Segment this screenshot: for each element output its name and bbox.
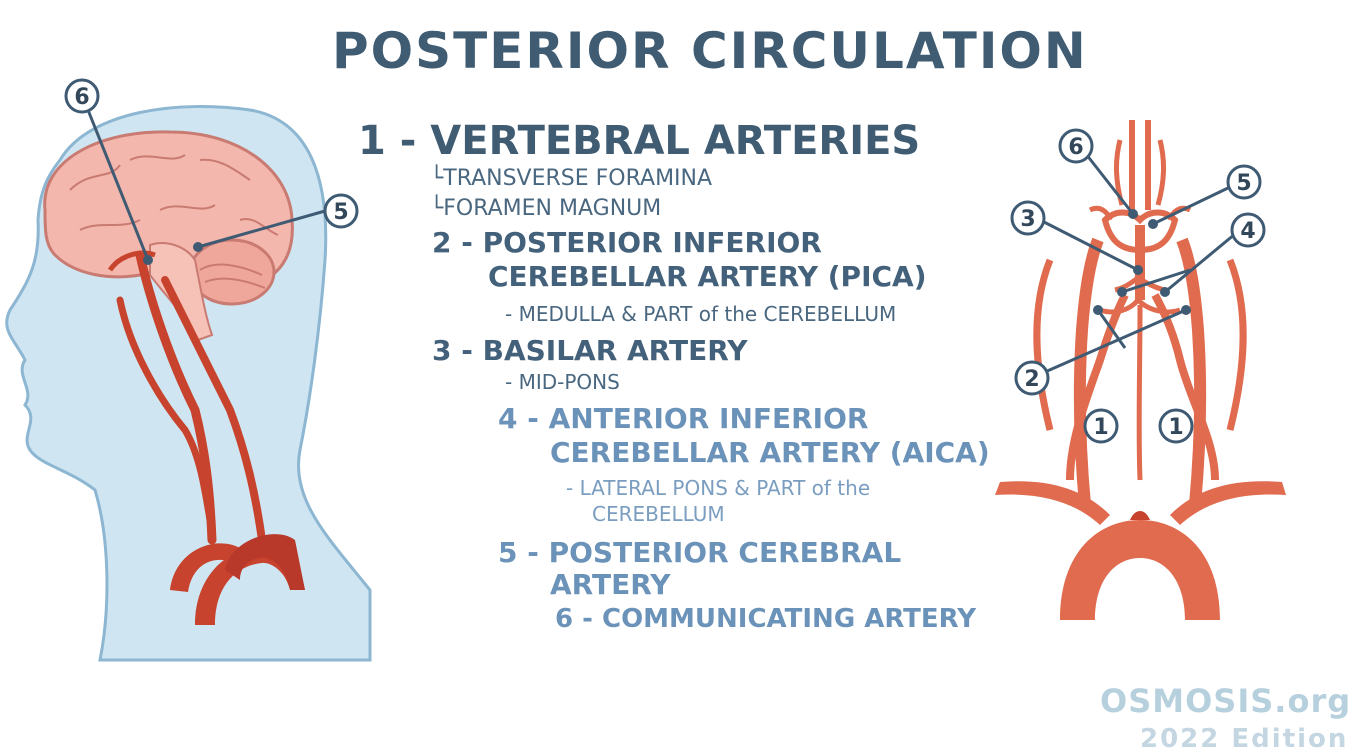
item-2-line-1: 2 - POSTERIOR INFERIOR <box>432 226 822 259</box>
pica-branches <box>1099 296 1181 315</box>
item-6-title: 6 - COMMUNICATING ARTERY <box>555 604 977 634</box>
label-5-badge <box>1226 164 1262 200</box>
item-5-line-1: 5 - POSTERIOR CEREBRAL <box>498 536 902 569</box>
vertebral-artery-right <box>116 296 214 524</box>
subclavian-left <box>995 481 1110 525</box>
aortic-arch <box>195 547 305 625</box>
head-profile-illustration: 6 5 <box>5 78 372 662</box>
label-3-badge <box>1010 200 1046 236</box>
item-1-title: 1 - VERTEBRAL ARTERIES <box>358 118 921 164</box>
label-5-text: 5 <box>333 200 348 225</box>
carotid-artery <box>161 276 266 544</box>
svg-text:6: 6 <box>1068 135 1083 160</box>
label-6-badge <box>64 78 100 114</box>
osmosis-logo: OSMOSIS.org <box>1100 682 1351 720</box>
svg-text:1: 1 <box>1093 415 1108 440</box>
aortic-arch <box>1060 520 1220 620</box>
carotid-right <box>1176 237 1207 506</box>
subclavian-right <box>1170 481 1286 525</box>
brainstem-shape <box>149 242 214 342</box>
page-title: POSTERIOR CIRCULATION <box>332 22 1088 80</box>
edition-label: 2022 Edition <box>1140 724 1349 754</box>
label-2-badge <box>1014 360 1050 396</box>
item-3-title: 3 - BASILAR ARTERY <box>432 334 748 367</box>
label-1-right-badge <box>1158 408 1194 444</box>
item-5-line-2: ARTERY <box>550 568 671 601</box>
branch-mark-icon: └ <box>430 166 444 191</box>
item-4-line-2: CEREBELLAR ARTERY (AICA) <box>550 436 990 469</box>
item-2-line-2: CEREBELLAR ARTERY (PICA) <box>488 260 927 293</box>
item-1-sub-2: └FORAMEN MAGNUM <box>430 196 662 221</box>
item-4-sub-2: CEREBELLUM <box>592 502 725 526</box>
svg-text:3: 3 <box>1020 207 1035 232</box>
label-6-text: 6 <box>74 85 89 110</box>
svg-text:5: 5 <box>1236 171 1251 196</box>
carotid-left <box>1073 237 1104 506</box>
vertebrobasilar-diagram: 6 5 3 4 2 1 1 <box>995 120 1286 620</box>
svg-text:2: 2 <box>1024 367 1039 392</box>
item-4-sub-1: - LATERAL PONS & PART of the <box>566 476 871 500</box>
item-1-sub-1: └TRANSVERSE FORAMINA <box>430 166 713 191</box>
svg-text:4: 4 <box>1240 219 1255 244</box>
label-6-badge <box>1058 128 1094 164</box>
label-1-left-badge <box>1083 408 1119 444</box>
vertebral-artery-left <box>1066 293 1129 481</box>
item-2-sub: - MEDULLA & PART of the CEREBELLUM <box>505 302 897 326</box>
label-5-badge <box>323 193 359 229</box>
label-4-badge <box>1230 212 1266 248</box>
svg-text:1: 1 <box>1168 415 1183 440</box>
vertebral-artery-right <box>1151 293 1219 481</box>
item-4-line-1: 4 - ANTERIOR INFERIOR <box>498 402 869 435</box>
item-3-sub: - MID-PONS <box>505 370 620 394</box>
branch-mark-icon: └ <box>430 196 444 221</box>
